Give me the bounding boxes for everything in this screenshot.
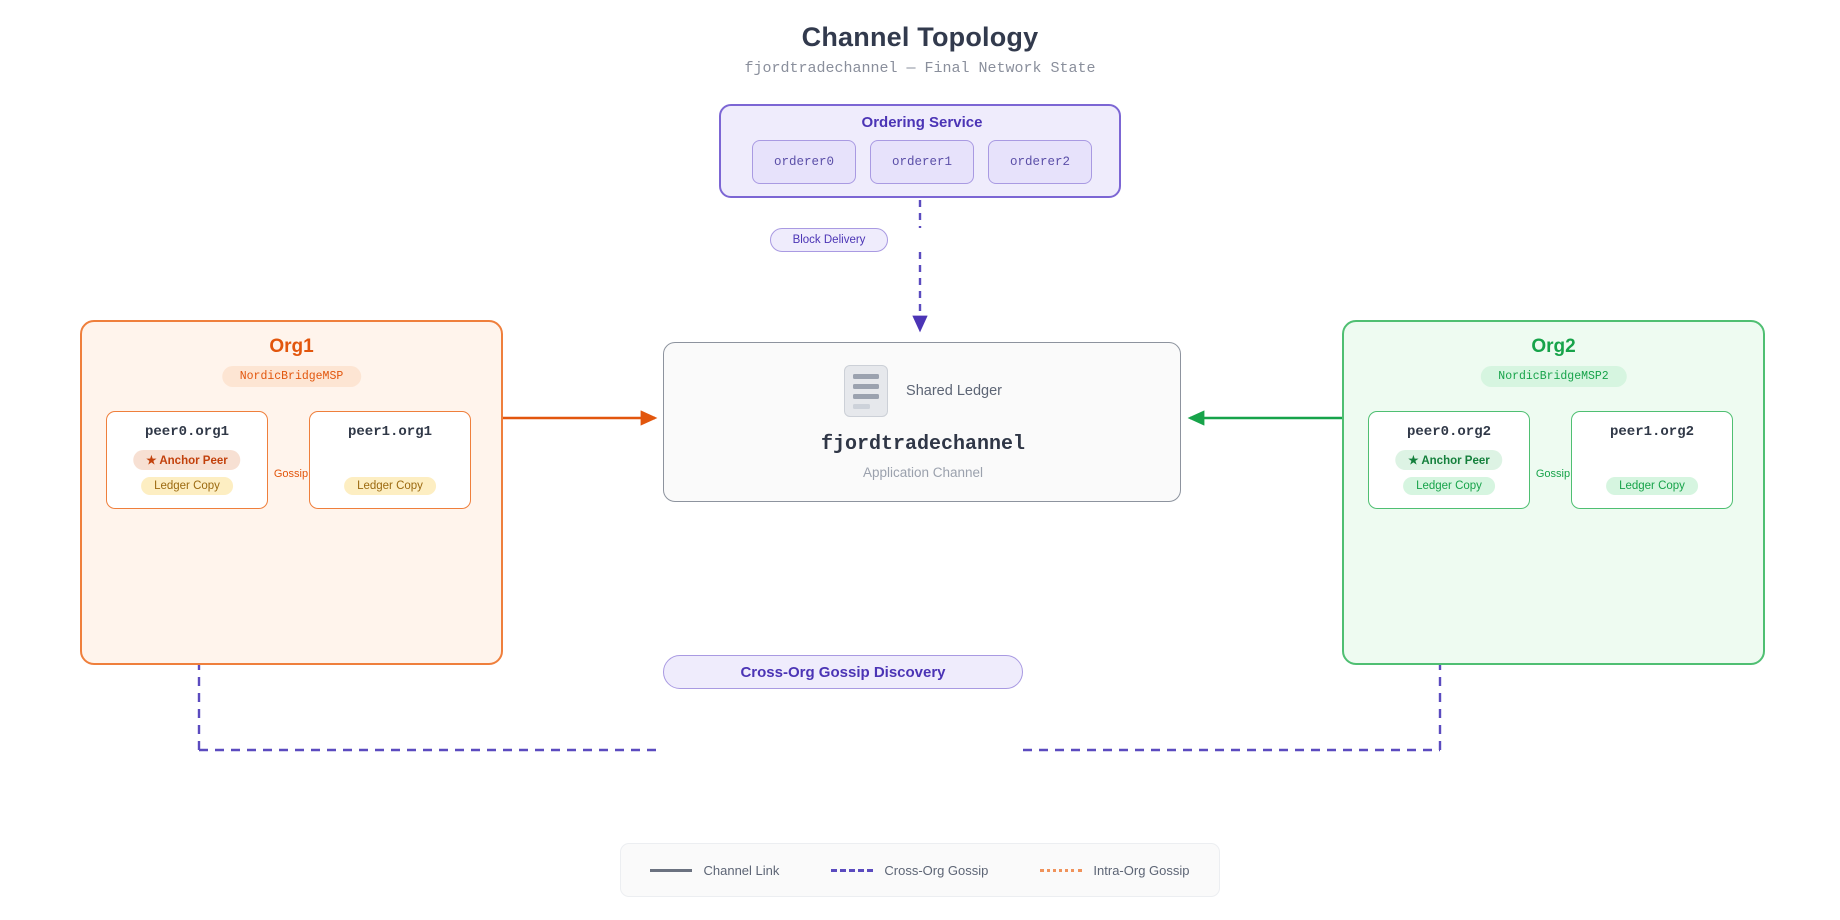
channel-type-label: Application Channel: [862, 465, 984, 480]
peer-name: peer0.org1: [144, 424, 229, 440]
legend-label: Cross-Org Gossip: [884, 862, 989, 878]
orderer-node[interactable]: orderer0: [752, 140, 856, 184]
anchor-peer-badge: ★ Anchor Peer: [133, 450, 241, 470]
intra-org-gossip-label: Gossip: [273, 468, 309, 480]
orderer-node[interactable]: orderer1: [870, 140, 974, 184]
ordering-service-title: Ordering Service: [861, 114, 983, 131]
peer-node-peer1-org1[interactable]: peer1.org1 Ledger Copy: [309, 411, 471, 509]
org-panel-org2: Org2 NordicBridgeMSP2 peer0.org2 ★ Ancho…: [1342, 320, 1765, 665]
legend-item-channel-link: Channel Link: [650, 863, 779, 878]
page-title: Channel Topology: [801, 22, 1039, 52]
legend-item-cross-org-gossip: Cross-Org Gossip: [831, 863, 988, 878]
block-delivery-label: Block Delivery: [770, 228, 888, 252]
ordering-service-panel: Ordering Service orderer0 orderer1 order…: [719, 104, 1121, 198]
org-panel-org1: Org1 NordicBridgeMSP peer0.org1 ★ Anchor…: [80, 320, 503, 665]
intra-org-gossip-label: Gossip: [1535, 468, 1571, 480]
legend-item-intra-org-gossip: Intra-Org Gossip: [1040, 862, 1190, 878]
line-dotted-icon: [1040, 868, 1083, 872]
anchor-peer-badge: ★ Anchor Peer: [1395, 450, 1503, 470]
orderer-node[interactable]: orderer2: [988, 140, 1092, 184]
peer-name: peer1.org2: [1609, 424, 1694, 440]
peer-node-peer0-org1[interactable]: peer0.org1 ★ Anchor Peer Ledger Copy: [106, 411, 268, 509]
shared-ledger-header: Shared Ledger: [664, 365, 1182, 417]
page-subtitle: fjordtradechannel — Final Network State: [744, 60, 1096, 77]
peer-name: peer0.org2: [1406, 424, 1491, 440]
legend: Channel Link Cross-Org Gossip Intra-Org …: [620, 843, 1220, 897]
line-solid-icon: [650, 868, 693, 872]
msp-badge: NordicBridgeMSP2: [1480, 366, 1627, 387]
document-icon: [844, 365, 889, 417]
channel-name: fjordtradechannel: [820, 433, 1026, 456]
legend-label: Channel Link: [703, 862, 780, 878]
ledger-copy-badge: Ledger Copy: [141, 477, 233, 495]
peer-node-peer0-org2[interactable]: peer0.org2 ★ Anchor Peer Ledger Copy: [1368, 411, 1530, 509]
msp-badge: NordicBridgeMSP: [221, 366, 362, 387]
peer-name: peer1.org1: [347, 424, 432, 440]
ledger-copy-badge: Ledger Copy: [1403, 477, 1495, 495]
peer-node-peer1-org2[interactable]: peer1.org2 Ledger Copy: [1571, 411, 1733, 509]
org-title: Org1: [269, 336, 314, 357]
shared-ledger-panel: Shared Ledger fjordtradechannel Applicat…: [663, 342, 1181, 502]
ledger-copy-badge: Ledger Copy: [1606, 477, 1698, 495]
org-title: Org2: [1531, 336, 1576, 357]
legend-label: Intra-Org Gossip: [1093, 862, 1190, 878]
ledger-copy-badge: Ledger Copy: [344, 477, 436, 495]
orderer-node-list: orderer0 orderer1 orderer2: [721, 140, 1123, 184]
line-dashed-icon: [831, 868, 874, 872]
shared-ledger-label: Shared Ledger: [906, 383, 1002, 399]
cross-org-gossip-label: Cross-Org Gossip Discovery: [663, 655, 1023, 689]
